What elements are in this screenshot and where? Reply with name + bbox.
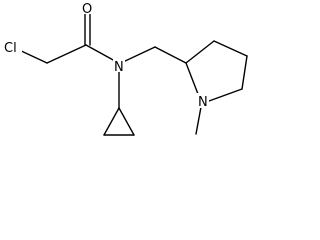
bond-carbonyl-amide-n: [85, 44, 116, 62]
oxygen-label: O: [82, 2, 92, 17]
atom-labels: Cl O N N: [4, 0, 209, 110]
molecule-structure: Cl O N N: [4, 0, 248, 136]
amide-nitrogen-label: N: [114, 60, 124, 75]
bond-ring-c4-c5: [241, 55, 248, 90]
bond-ring-c5-n: [208, 88, 243, 102]
bond-amide-n-ch2: [122, 46, 156, 63]
bond-ring-c3-c4: [213, 40, 248, 57]
bond-ring-c2-c3: [185, 40, 215, 64]
bond-cyclopropyl-3: [118, 107, 135, 136]
ring-nitrogen-label: N: [198, 95, 208, 110]
bonds: [16, 12, 248, 136]
chlorine-label: Cl: [4, 41, 17, 56]
bond-ring-n-c2: [185, 62, 199, 95]
bond-cyclopropyl-1: [103, 107, 120, 136]
bond-ch2-ring-c2: [154, 46, 187, 64]
bond-ch2-carbonyl: [46, 44, 87, 64]
bond-ring-n-methyl: [195, 106, 202, 135]
